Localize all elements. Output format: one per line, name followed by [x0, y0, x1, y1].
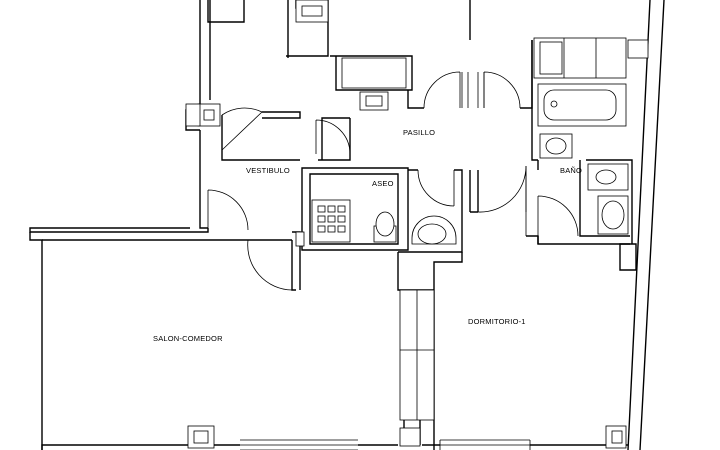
label-dormitorio-1: DORMITORIO-1: [468, 317, 526, 326]
label-salon-comedor: SALON-COMEDOR: [153, 334, 223, 343]
fixtures: [295, 0, 629, 421]
doors: [207, 71, 579, 291]
shower-grid: [317, 205, 346, 233]
label-pasillo: PASILLO: [403, 128, 435, 137]
room-labels: VESTIBULO PASILLO ASEO BAÑO SALON-COMEDO…: [153, 128, 582, 343]
windows: [185, 39, 649, 450]
label-bano: BAÑO: [560, 166, 582, 175]
label-aseo: ASEO: [372, 179, 394, 188]
label-vestibulo: VESTIBULO: [246, 166, 290, 175]
walls: [29, 0, 665, 450]
